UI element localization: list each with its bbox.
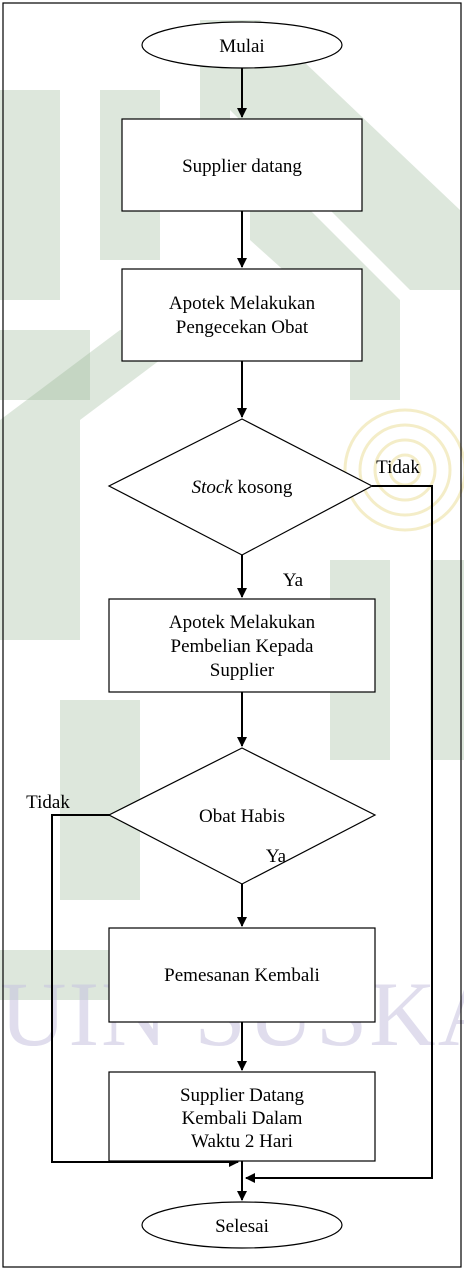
node-supplier-datang: Supplier datang — [121, 118, 363, 212]
supplier-kembali-label-line1: Supplier Datang — [180, 1085, 305, 1106]
node-start: Mulai — [141, 21, 343, 69]
pengecekan-label-line2: Pengecekan Obat — [176, 317, 309, 338]
process-box-pengecekan — [121, 268, 363, 362]
edge-label-habis-tidak: Tidak — [26, 792, 70, 813]
supplier-kembali-label-line3: Waktu 2 Hari — [191, 1131, 293, 1152]
pembelian-label-line3: Supplier — [210, 660, 275, 681]
stock-kosong-label: Stock kosong — [192, 477, 293, 498]
end-label: Selesai — [215, 1216, 269, 1237]
node-pembelian: Apotek Melakukan Pembelian Kepada Suppli… — [108, 598, 376, 693]
arrow-stock-no — [245, 485, 433, 1183]
pembelian-label-line2: Pembelian Kepada — [171, 636, 315, 657]
process-box-supplier-datang — [121, 118, 363, 212]
stock-word: Stock — [192, 477, 234, 498]
supplier-datang-label: Supplier datang — [182, 156, 302, 177]
edge-label-stock-ya: Ya — [283, 570, 304, 591]
terminator-start — [141, 21, 343, 69]
start-label: Mulai — [219, 36, 264, 57]
supplier-kembali-label-line2: Kembali Dalam — [182, 1108, 303, 1129]
edge-label-habis-ya: Ya — [266, 846, 287, 867]
kosong-word: kosong — [233, 477, 293, 498]
process-box-pembelian — [108, 598, 376, 693]
terminator-end — [141, 1201, 343, 1249]
process-box-supplier-kembali — [108, 1071, 376, 1162]
decision-stock-kosong — [107, 418, 374, 556]
node-pengecekan: Apotek Melakukan Pengecekan Obat — [121, 268, 363, 362]
pengecekan-label-line1: Apotek Melakukan — [169, 293, 316, 314]
node-obat-habis: Obat Habis — [107, 747, 377, 885]
process-box-pemesanan — [108, 927, 376, 1023]
node-end: Selesai — [141, 1201, 343, 1249]
pembelian-label-line1: Apotek Melakukan — [169, 612, 316, 633]
decision-obat-habis — [107, 747, 377, 885]
node-supplier-kembali: Supplier Datang Kembali Dalam Waktu 2 Ha… — [108, 1071, 376, 1162]
node-stock-kosong: Stock kosong — [107, 418, 374, 556]
edge-label-stock-tidak: Tidak — [376, 457, 420, 478]
obat-habis-label: Obat Habis — [199, 806, 285, 827]
node-pemesanan: Pemesanan Kembali — [108, 927, 376, 1023]
connectors — [51, 68, 433, 1201]
arrow-habis-no — [51, 814, 239, 1167]
pemesanan-label: Pemesanan Kembali — [164, 965, 320, 986]
